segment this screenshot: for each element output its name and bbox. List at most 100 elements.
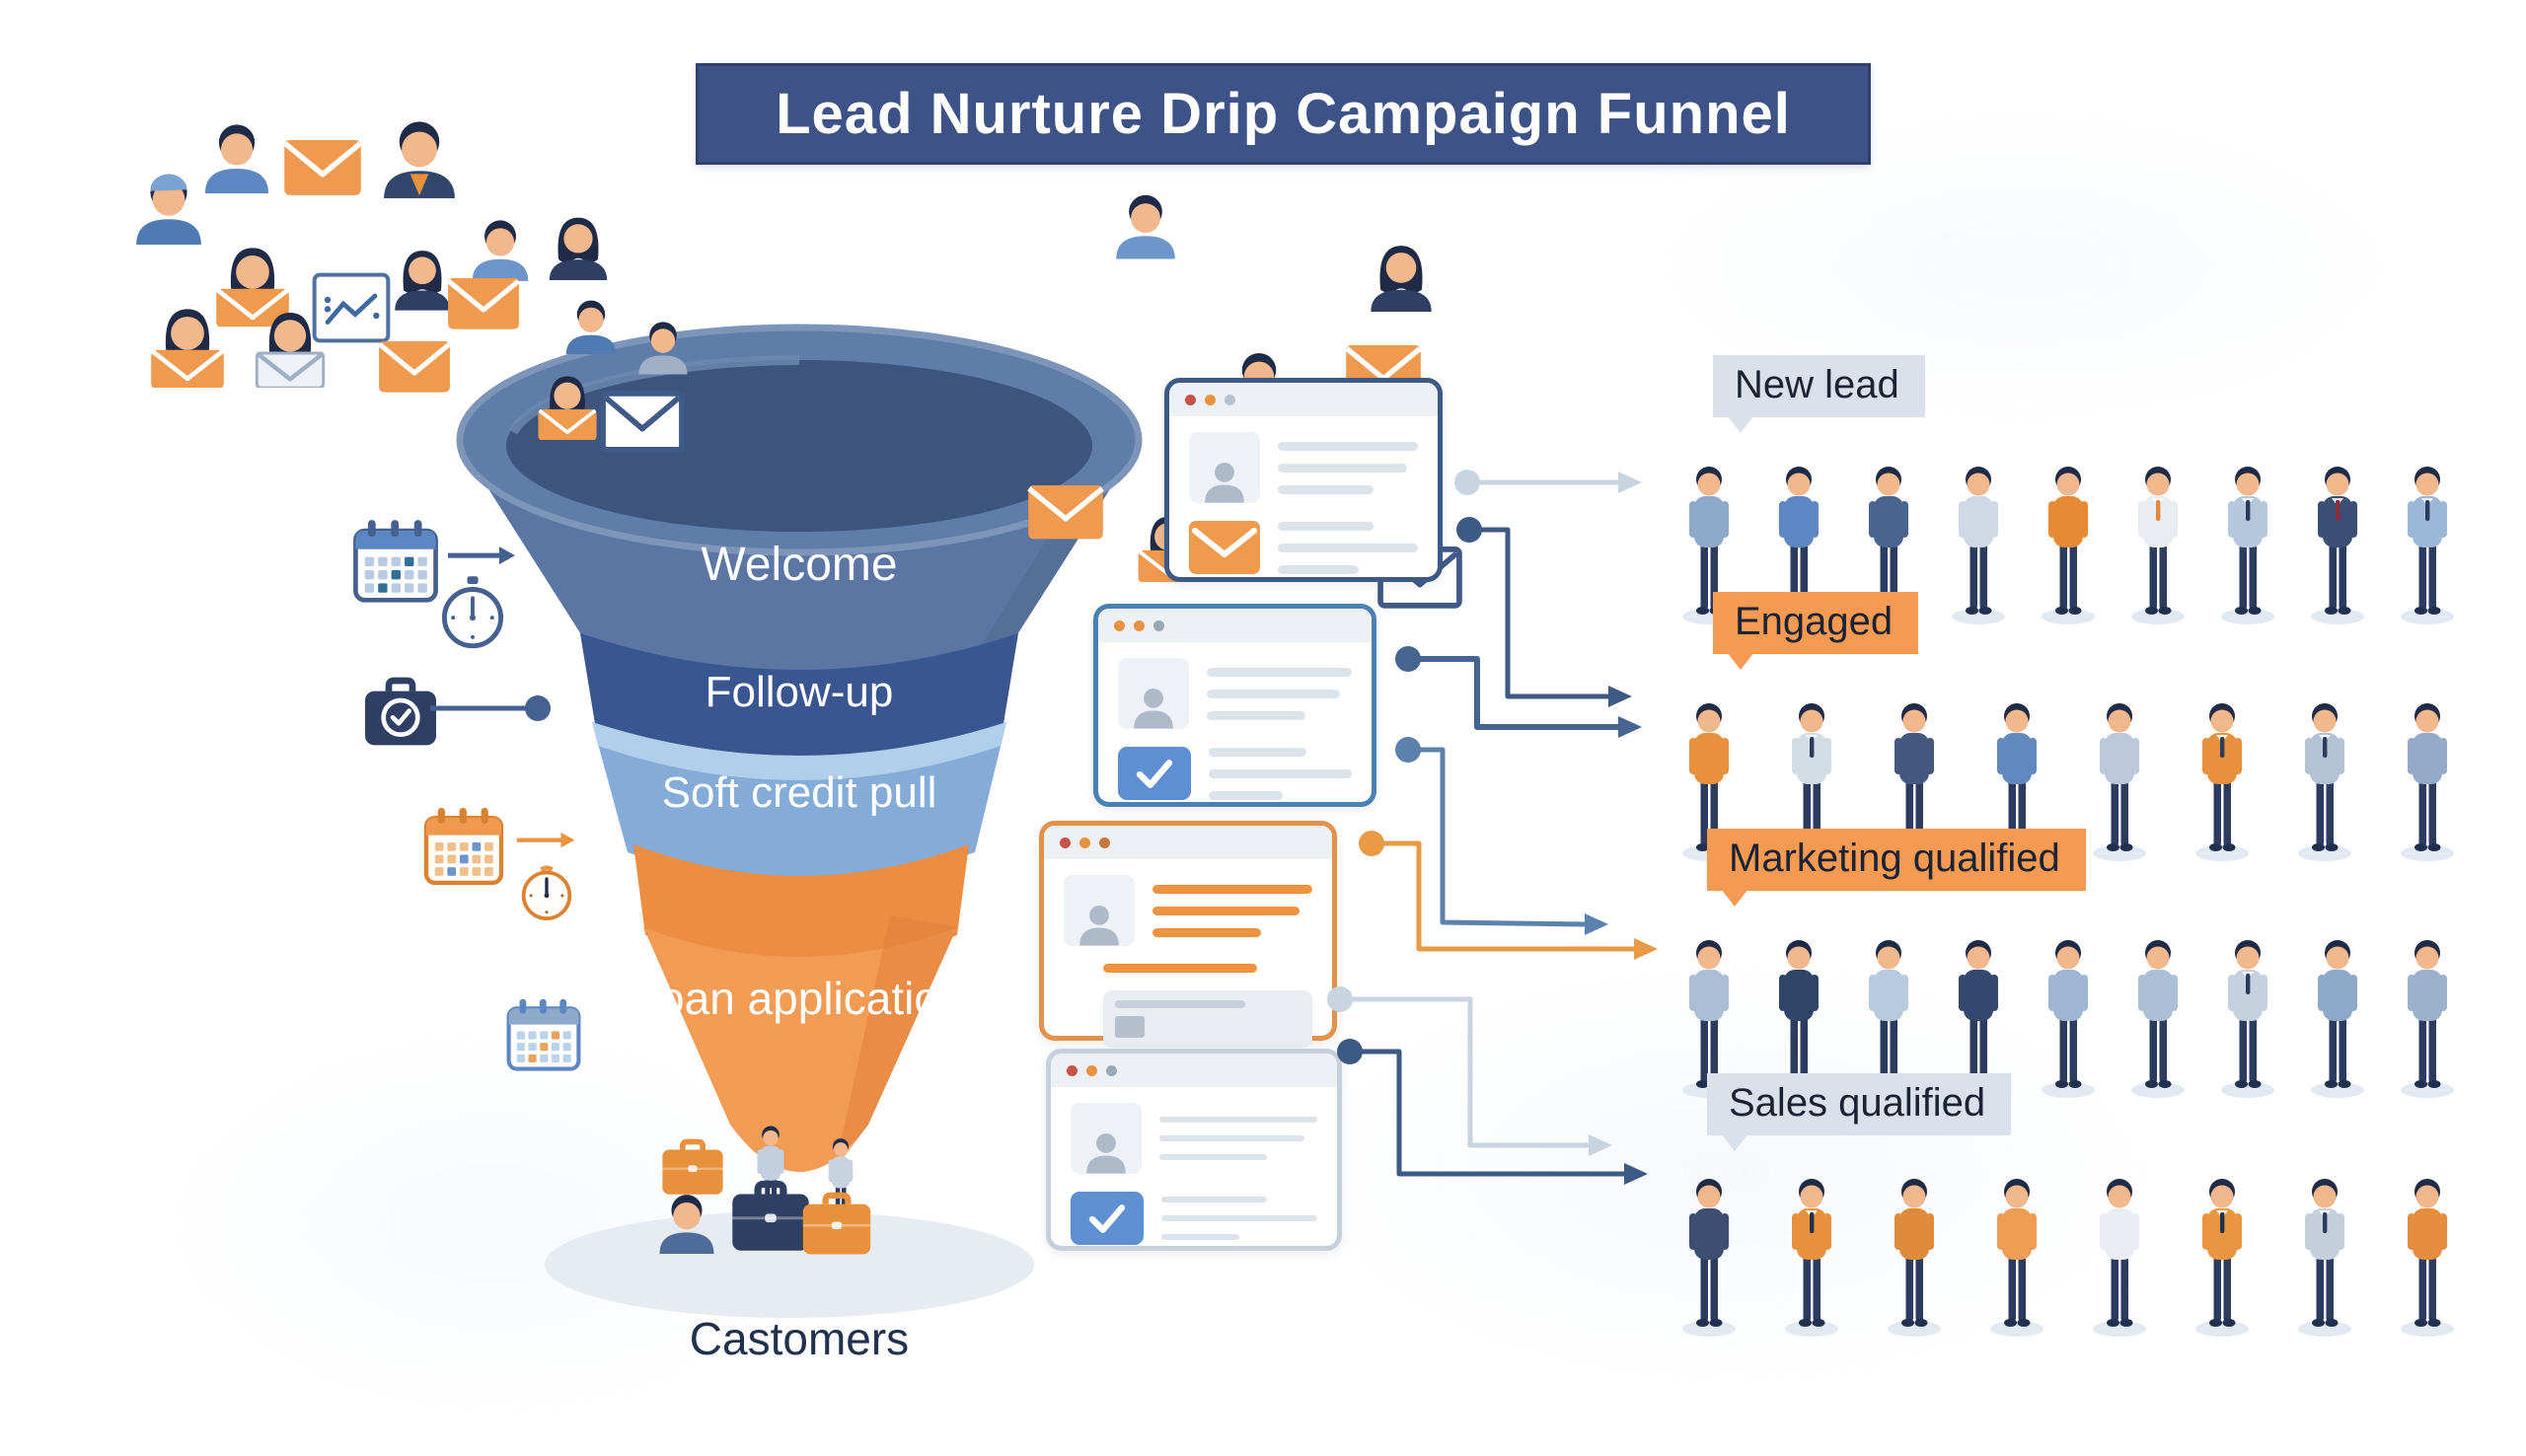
calendar-icon bbox=[420, 805, 507, 886]
window-dot-icon bbox=[1106, 1064, 1117, 1076]
bubble-tail bbox=[1727, 415, 1754, 433]
window-dot-icon bbox=[1205, 394, 1216, 405]
person-figure bbox=[2216, 444, 2279, 627]
person-figure bbox=[2037, 444, 2100, 627]
person-figure bbox=[2396, 681, 2459, 864]
person-icon bbox=[385, 241, 460, 311]
envelope-icon bbox=[377, 339, 452, 394]
avatar-icon bbox=[1118, 658, 1189, 729]
bubble-label: New lead bbox=[1735, 363, 1899, 406]
person-email-icon bbox=[207, 239, 298, 328]
card-titlebar bbox=[1044, 826, 1332, 859]
person-figure bbox=[1883, 1156, 1946, 1340]
arrowhead-icon bbox=[1618, 716, 1642, 738]
person-figure bbox=[2216, 917, 2279, 1101]
person-figure bbox=[1677, 917, 1741, 1101]
stage-bubble-sales-qualified: Sales qualified bbox=[1707, 1073, 2012, 1151]
person-figure bbox=[2293, 1156, 2356, 1340]
connector-line bbox=[1350, 1049, 1624, 1177]
window-dot-icon bbox=[1153, 619, 1164, 631]
person-figure bbox=[2088, 681, 2151, 864]
funnel-label-follow-up: Follow-up bbox=[706, 668, 894, 716]
person-email-icon bbox=[531, 369, 604, 440]
person-email-icon bbox=[247, 304, 334, 389]
funnel-label-soft-credit: Soft credit pull bbox=[662, 768, 937, 817]
checkmark-icon bbox=[1071, 1192, 1144, 1245]
connector-dot bbox=[1359, 831, 1384, 856]
text-lines bbox=[1278, 521, 1418, 574]
window-dot-icon bbox=[1185, 394, 1196, 405]
avatar-icon bbox=[1064, 875, 1135, 946]
arrow-icon bbox=[446, 545, 517, 566]
window-dot-icon bbox=[1134, 619, 1145, 631]
connector-dot bbox=[1395, 737, 1421, 763]
person-figure bbox=[1985, 1156, 2048, 1340]
person-figure bbox=[2396, 1156, 2459, 1340]
text-lines bbox=[1161, 1197, 1317, 1240]
funnel-stage-follow-up bbox=[580, 633, 1018, 764]
stage-bubble-marketing-qualified: Marketing qualified bbox=[1707, 829, 2086, 907]
envelope-icon bbox=[282, 138, 363, 197]
card-titlebar bbox=[1051, 1054, 1337, 1087]
customer-icon bbox=[651, 1188, 722, 1254]
person-figure bbox=[2191, 681, 2254, 864]
application-card bbox=[1046, 1049, 1342, 1251]
customers-label: Castomers bbox=[689, 1313, 910, 1364]
funnel-stage-welcome bbox=[460, 444, 1139, 676]
person-icon bbox=[1360, 235, 1443, 313]
clock-icon bbox=[519, 864, 574, 923]
arrowhead-icon bbox=[1634, 938, 1658, 960]
page-title-text: Lead Nurture Drip Campaign Funnel bbox=[776, 82, 1791, 146]
person-icon bbox=[464, 213, 537, 281]
card-titlebar bbox=[1169, 383, 1438, 416]
funnel-stage-highlight bbox=[592, 722, 1006, 780]
person-icon bbox=[632, 316, 695, 375]
person-figure bbox=[2396, 917, 2459, 1101]
bubble-tail bbox=[1721, 1133, 1748, 1151]
credit-pull-card bbox=[1039, 821, 1337, 1048]
avatar-icon bbox=[1189, 432, 1260, 503]
person-figure bbox=[2037, 917, 2100, 1101]
chart-icon bbox=[312, 272, 391, 343]
person-figure bbox=[2088, 1156, 2151, 1340]
avatar-icon bbox=[1071, 1103, 1142, 1174]
window-dot-icon bbox=[1225, 394, 1235, 405]
stage-bubble-engaged: Engaged bbox=[1713, 592, 1919, 670]
connector-line bbox=[1408, 747, 1586, 927]
funnel-stage-collar bbox=[633, 844, 969, 964]
person-icon bbox=[195, 116, 278, 194]
person-figure bbox=[2306, 444, 2369, 627]
bubble-label: Sales qualified bbox=[1729, 1081, 1986, 1125]
person-email-icon bbox=[142, 300, 233, 389]
person-figure bbox=[2126, 917, 2190, 1101]
calendar-icon bbox=[503, 996, 584, 1071]
briefcase-icon bbox=[728, 1180, 813, 1254]
bubble-label: Engaged bbox=[1735, 600, 1894, 643]
window-dot-icon bbox=[1060, 837, 1071, 848]
briefcase-icon bbox=[659, 1138, 726, 1197]
person-icon bbox=[1107, 187, 1184, 259]
people-row-new-lead bbox=[1677, 444, 2457, 627]
connector-line bbox=[1372, 840, 1634, 952]
window-dot-icon bbox=[1114, 619, 1125, 631]
checkmark-icon bbox=[1118, 747, 1191, 800]
person-figure bbox=[1677, 1156, 1741, 1340]
window-dot-icon bbox=[1099, 837, 1110, 848]
connector-dot bbox=[1395, 646, 1421, 672]
person-figure bbox=[2306, 917, 2369, 1101]
window-dot-icon bbox=[1079, 837, 1090, 848]
stage-bubble-new-lead: New lead bbox=[1713, 355, 1925, 433]
person-icon bbox=[373, 112, 466, 199]
connector-dot bbox=[1454, 470, 1480, 495]
person-figure bbox=[1677, 444, 1741, 627]
text-line bbox=[1103, 964, 1258, 973]
briefcase-icon bbox=[799, 1192, 874, 1257]
welcome-email-card bbox=[1164, 378, 1443, 582]
follow-up-card bbox=[1093, 604, 1376, 807]
envelope-icon bbox=[1189, 521, 1260, 574]
text-lines bbox=[1152, 884, 1312, 937]
window-dot-icon bbox=[1086, 1064, 1097, 1076]
person-figure bbox=[1780, 1156, 1843, 1340]
connector-dot bbox=[1456, 517, 1482, 543]
